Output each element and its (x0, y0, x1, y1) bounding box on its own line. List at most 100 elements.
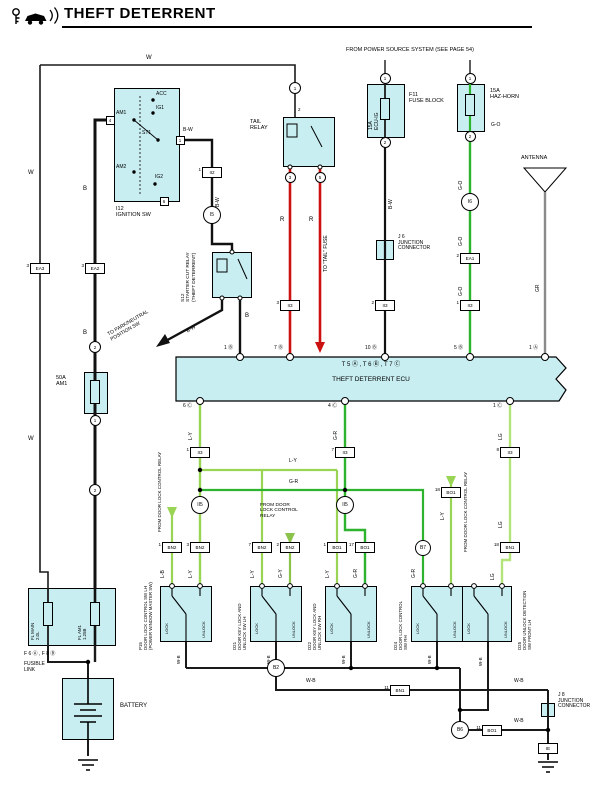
label-fl-am1-1-25b: FL AM1 1.25B (77, 625, 88, 640)
antenna-symbol (522, 167, 568, 193)
label-l-b: L-B (160, 570, 166, 578)
tail-relay-contact (310, 125, 323, 148)
terminal-dot (434, 665, 440, 671)
ecu-pin (381, 353, 389, 361)
label-1: 1 Ⓐ (529, 345, 539, 351)
d24-switch-internals (422, 588, 452, 642)
junction-2: 2 (464, 130, 476, 142)
label-r: R (309, 217, 314, 223)
ecu-pin (286, 353, 294, 361)
label-w-b: W-B (427, 655, 432, 664)
connector-pin-number: 3 (186, 541, 189, 547)
label-b-w: B-W (388, 199, 394, 209)
label-g-r: G-R (289, 479, 299, 485)
terminal-dot (448, 583, 454, 589)
junction-II5: II5 (191, 496, 209, 514)
terminal-dot (545, 727, 551, 733)
label-15a-haz-horn: 15A HAZ-HORN (490, 88, 520, 101)
wire-w-top (40, 64, 296, 117)
label-j-8-junction-connector: J 8 JUNCTION CONNECTOR (558, 692, 591, 710)
terminal-dot (85, 659, 91, 665)
title-rule (62, 26, 532, 28)
label-unlock: UNLOCK (452, 621, 457, 638)
battery-symbol (74, 678, 102, 740)
label-w-b: W-B (341, 655, 346, 664)
label-gr: GR (535, 284, 541, 293)
connector-pin-number: 18 (493, 541, 499, 547)
label-ig1: IG1 (156, 105, 165, 111)
terminal-dot (197, 487, 203, 493)
d21-switch-internals (261, 588, 291, 642)
label-w-b: W-B (266, 655, 271, 664)
terminal-dot (334, 583, 340, 589)
label-g-o: G-O (458, 180, 464, 190)
label-f-6-f-8: F 6 Ⓐ , F 8 Ⓑ (24, 651, 56, 657)
wire-lg-ecu-d25 (500, 401, 512, 586)
connector-pin-number: 3 (81, 262, 84, 268)
ignition-switch-box (114, 88, 180, 202)
label-acc: ACC (156, 91, 167, 97)
label-am1: AM1 (116, 110, 127, 116)
wire-b-am1 (93, 118, 110, 588)
page-title: THEFT DETERRENT (64, 5, 216, 22)
connector-pin-number: 1 (456, 299, 459, 305)
label-theft-deterrent-ecu: THEFT DETERRENT ECU (332, 376, 410, 383)
junction-1: 1 (89, 414, 101, 426)
connector-4: 4 (105, 115, 115, 125)
ecu-pin (466, 353, 474, 361)
label-g-o: G-O (491, 122, 501, 128)
label-p15-door-lock-control-sw-lh-power-wi: P15 DOOR LOCK CONTROL SW LH (POWER WINDO… (138, 582, 154, 650)
connector-pin-number: 3 (276, 299, 279, 305)
label-50a-am1: 50A AM1 (56, 375, 68, 388)
theft-deterrent-ecu-band (175, 356, 567, 402)
terminal-dot (499, 583, 505, 589)
label-lg: LG (498, 433, 504, 440)
label-from-door-lock-control-relay: FROM DOOR LOCK CONTROL RELAY (260, 503, 298, 519)
junction-I5: I5 (203, 206, 221, 224)
label-b: B (83, 330, 88, 336)
ecu-pin (341, 397, 349, 405)
arrow-tail-fuse (315, 342, 325, 353)
terminal-dot (229, 249, 235, 255)
junction-1: 1 (464, 72, 476, 84)
junction-3: 3 (284, 171, 296, 183)
wire-bw-park-neutral (161, 298, 224, 345)
junction-2: 2 (379, 136, 391, 148)
label-2: 2 (298, 107, 301, 112)
label-f11-fuse-block: F11 FUSE BLOCK (409, 92, 444, 105)
label-1: 1 Ⓒ (493, 403, 503, 409)
connector-pin-number: 2 (456, 252, 459, 258)
wire-wb-d25 (460, 642, 489, 711)
ecu-pin (506, 397, 514, 405)
d25-switch-internals (473, 588, 503, 642)
fuse-50a-am1 (90, 380, 100, 404)
junction-B6: B6 (451, 721, 469, 739)
label-d24-door-lock-control-sw-rh: D24 DOOR LOCK CONTROL SW RH (393, 600, 409, 650)
label-r: R (280, 217, 285, 223)
terminal-dot (197, 583, 203, 589)
label-b: B (83, 186, 88, 192)
junction-B2: B2 (267, 659, 285, 677)
label-to-tail-fuse: TO "TAIL" FUSE (323, 235, 329, 272)
label-am2: AM2 (116, 164, 127, 170)
label-ig2: IG2 (155, 174, 164, 180)
label-st1: ST1 (142, 130, 152, 136)
label-w: W (28, 170, 34, 176)
junction-B7: B7 (415, 540, 431, 556)
terminal-dot (348, 665, 354, 671)
label-w-b: W-B (514, 718, 524, 724)
label-l-y: L-Y (188, 570, 194, 578)
label-l-y: L-Y (440, 512, 446, 520)
terminal-dot (342, 487, 348, 493)
connector-pin-number: 1 (158, 541, 161, 547)
connector-pin-number: 2 (276, 541, 279, 547)
